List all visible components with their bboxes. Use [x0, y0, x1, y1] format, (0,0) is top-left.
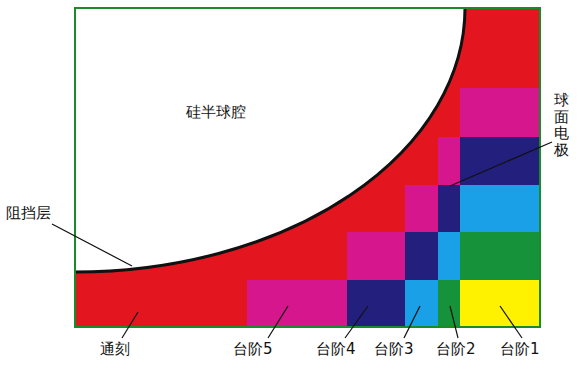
- barrier-layer: [75, 8, 465, 272]
- cavity-label: 硅半球腔: [186, 103, 246, 121]
- electrode-label: 球面电极: [554, 92, 569, 158]
- etch-label: 通刻: [100, 340, 130, 358]
- leader-lines: [52, 142, 552, 338]
- barrier-label: 阻挡层: [6, 204, 51, 222]
- frame: [75, 8, 540, 327]
- step-label: 台阶4: [316, 340, 356, 358]
- step-label: 台阶3: [374, 340, 414, 358]
- silicon-body: [75, 8, 540, 327]
- step-label: 台阶5: [233, 340, 273, 358]
- cavity: [75, 8, 465, 272]
- step-label: 台阶1: [500, 340, 540, 358]
- step-label: 台阶2: [436, 340, 476, 358]
